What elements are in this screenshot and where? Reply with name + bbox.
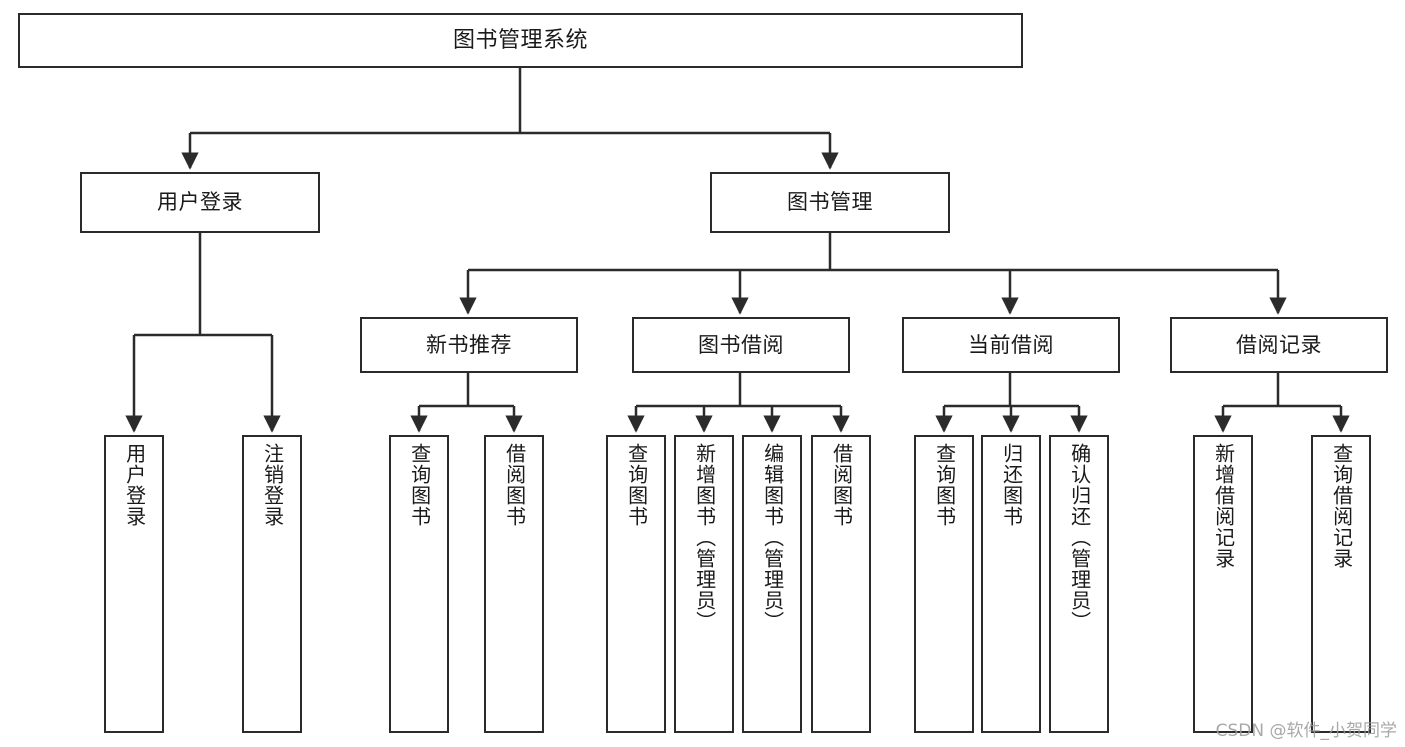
node-leaf-edit-book-admin[interactable]: 编辑图书（管理员） xyxy=(742,435,802,733)
node-label: 查询图书 xyxy=(407,443,432,527)
node-leaf-query-borrow-record[interactable]: 查询借阅记录 xyxy=(1311,435,1371,733)
node-label: 借阅图书 xyxy=(829,443,854,527)
node-leaf-add-book-admin[interactable]: 新增图书（管理员） xyxy=(674,435,734,733)
node-new-book-recommend[interactable]: 新书推荐 xyxy=(360,317,578,373)
node-borrow-record[interactable]: 借阅记录 xyxy=(1170,317,1388,373)
node-label: 查询图书 xyxy=(624,443,649,527)
node-book-management[interactable]: 图书管理 xyxy=(710,172,950,233)
node-label: 图书管理 xyxy=(787,190,873,215)
node-label: 图书借阅 xyxy=(698,332,784,357)
node-leaf-logout[interactable]: 注销登录 xyxy=(242,435,302,733)
node-label: 查询图书 xyxy=(932,443,957,527)
node-label: 查询借阅记录 xyxy=(1329,443,1354,569)
node-label: 新增借阅记录 xyxy=(1211,443,1236,569)
node-leaf-query-book-borrow[interactable]: 查询图书 xyxy=(606,435,666,733)
node-label: 借阅图书 xyxy=(502,443,527,527)
node-label: 确认归还（管理员） xyxy=(1067,443,1092,632)
node-leaf-query-book-recommend[interactable]: 查询图书 xyxy=(389,435,449,733)
node-label: 借阅记录 xyxy=(1236,332,1322,357)
node-leaf-confirm-return-admin[interactable]: 确认归还（管理员） xyxy=(1049,435,1109,733)
node-leaf-return-book[interactable]: 归还图书 xyxy=(981,435,1041,733)
node-label: 归还图书 xyxy=(999,443,1024,527)
node-label: 新书推荐 xyxy=(426,332,512,357)
node-leaf-query-book-current[interactable]: 查询图书 xyxy=(914,435,974,733)
node-book-borrow[interactable]: 图书借阅 xyxy=(632,317,850,373)
node-leaf-user-login[interactable]: 用户登录 xyxy=(104,435,164,733)
node-leaf-borrow-book[interactable]: 借阅图书 xyxy=(811,435,871,733)
node-root-system[interactable]: 图书管理系统 xyxy=(18,13,1023,68)
node-user-login[interactable]: 用户登录 xyxy=(80,172,320,233)
node-leaf-borrow-book-recommend[interactable]: 借阅图书 xyxy=(484,435,544,733)
node-label: 注销登录 xyxy=(260,443,285,527)
node-label: 编辑图书（管理员） xyxy=(760,443,785,632)
node-label: 用户登录 xyxy=(157,190,243,215)
watermark: CSDN @软件_小贺同学 xyxy=(1215,721,1397,741)
node-leaf-add-borrow-record[interactable]: 新增借阅记录 xyxy=(1193,435,1253,733)
node-label: 当前借阅 xyxy=(968,332,1054,357)
node-label: 新增图书（管理员） xyxy=(692,443,717,632)
node-label: 图书管理系统 xyxy=(452,27,588,53)
node-label: 用户登录 xyxy=(122,443,147,527)
node-current-borrow[interactable]: 当前借阅 xyxy=(902,317,1120,373)
